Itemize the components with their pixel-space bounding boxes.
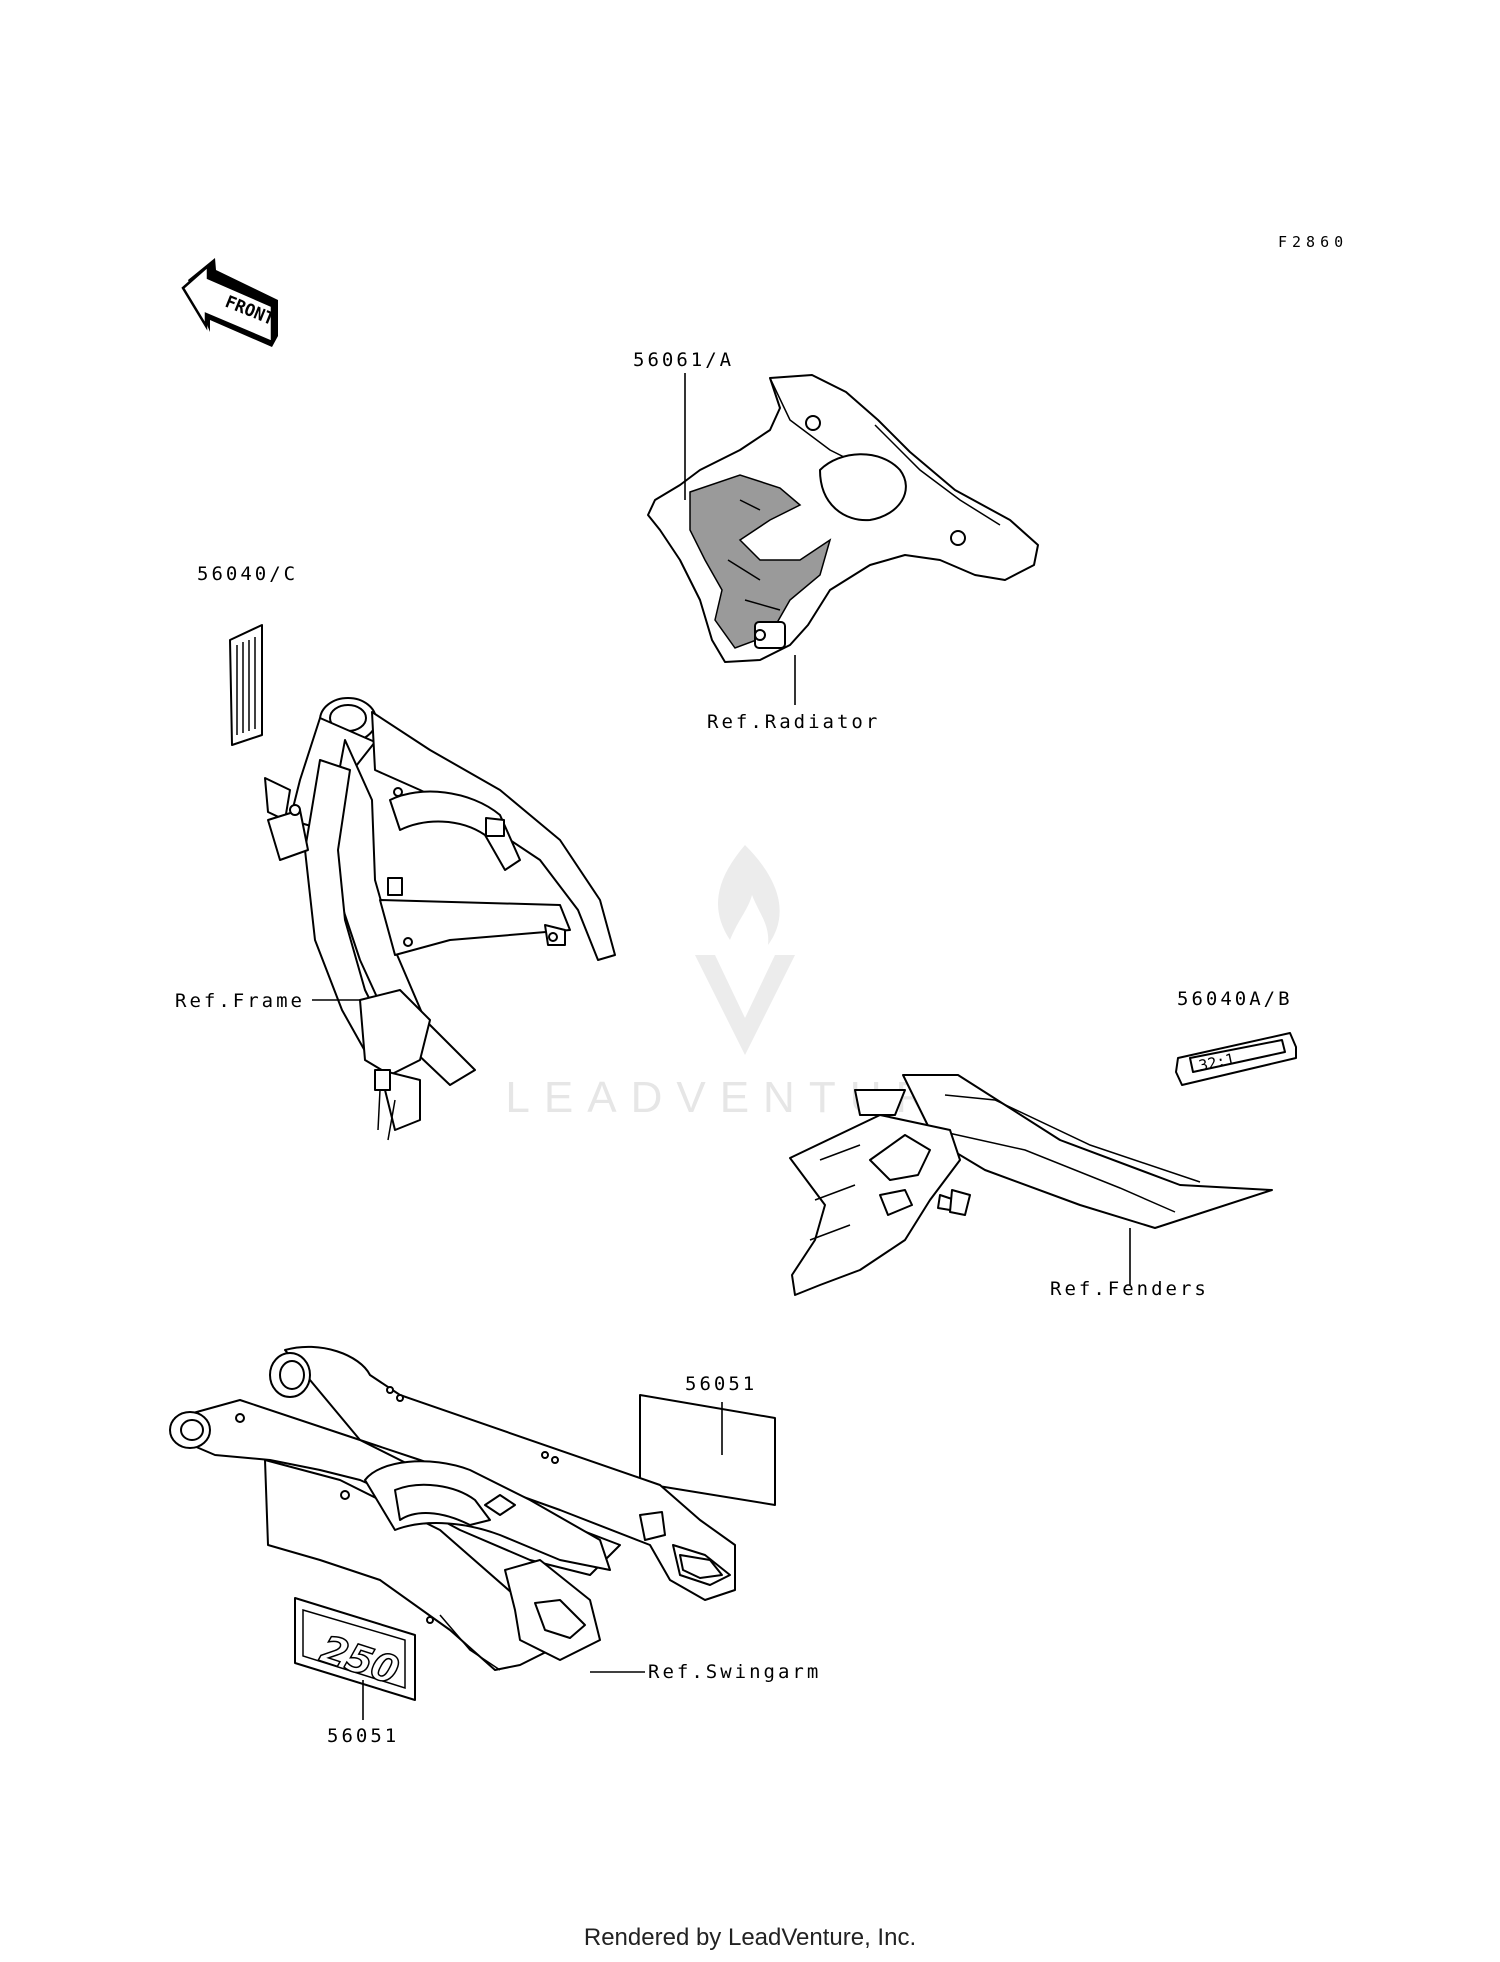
label-frame-sticker-part: 56040/C xyxy=(197,563,298,585)
figure-code: F2860 xyxy=(1278,233,1348,251)
frame-label-sticker xyxy=(229,624,263,746)
label-fenders-ref: Ref.Fenders xyxy=(1050,1278,1209,1300)
swingarm-emblem-sticker: 250 xyxy=(294,1597,416,1701)
label-radiator-ref: Ref.Radiator xyxy=(707,711,880,733)
label-fender-sticker-part: 56040A/B xyxy=(1177,988,1293,1010)
footer-credit: Rendered by LeadVenture, Inc. xyxy=(584,1924,916,1951)
fender-label-sticker: 32:1 xyxy=(1175,1032,1297,1086)
swingarm-upper-sticker xyxy=(639,1394,776,1506)
radiator-shroud xyxy=(647,374,1039,663)
frame xyxy=(264,697,616,1141)
label-swingarm-lower-part: 56051 xyxy=(327,1725,399,1747)
label-frame-ref: Ref.Frame xyxy=(175,990,305,1012)
label-radiator-shroud-part: 56061/A xyxy=(633,349,734,371)
label-swingarm-upper-part: 56051 xyxy=(685,1373,757,1395)
fender xyxy=(789,1074,1273,1296)
swingarm xyxy=(169,1345,736,1671)
watermark-flame-icon xyxy=(718,845,780,945)
label-swingarm-ref: Ref.Swingarm xyxy=(648,1661,821,1683)
front-arrow-icon: FRONT xyxy=(181,258,278,347)
watermark-v-icon xyxy=(695,955,795,1055)
